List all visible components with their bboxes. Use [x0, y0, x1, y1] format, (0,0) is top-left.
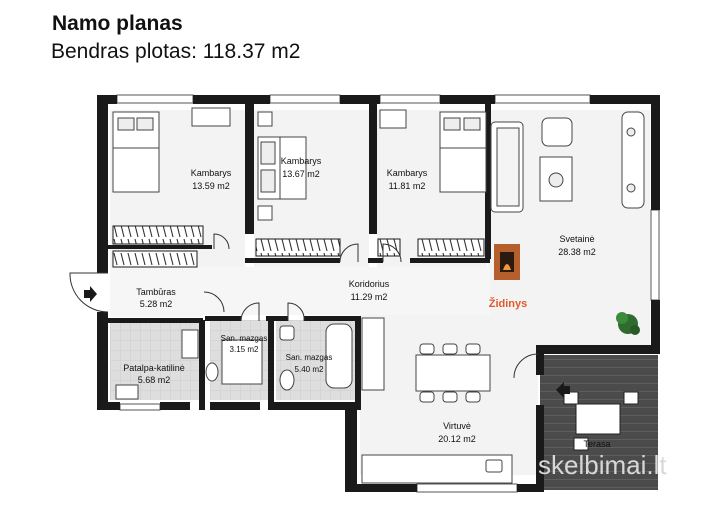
armchair [541, 117, 573, 147]
room-name-virtuve: Virtuvė [443, 421, 471, 431]
toilet [279, 369, 295, 391]
toilet [205, 362, 219, 382]
sink [485, 459, 503, 473]
window [416, 483, 518, 493]
room-labels: Kambarys 13.59 m2 Kambarys 13.67 m2 Kamb… [123, 156, 610, 449]
room-name-sanmazgas-1: San. mazgas [221, 334, 268, 343]
watermark: skelbimai.lt [538, 450, 667, 480]
washer [115, 384, 139, 400]
room-area-tamburas: 5.28 m2 [140, 299, 173, 309]
tv-unit [621, 111, 645, 209]
room-name-terasa: Terasa [583, 439, 610, 449]
nightstand [257, 111, 273, 127]
entrance-arrow-icon [84, 286, 97, 302]
room-area-kambarys-3: 11.81 m2 [389, 181, 426, 191]
room-name-kambarys-1: Kambarys [191, 168, 232, 178]
dining-table [415, 354, 491, 392]
door [213, 233, 230, 250]
room-name-katiline: Patalpa-katilinė [123, 363, 185, 373]
plan-title: Namo planas [52, 12, 183, 35]
bed [439, 111, 487, 193]
window [494, 94, 591, 104]
doors [69, 233, 539, 379]
plan-subtitle: Bendras plotas: 118.37 m2 [51, 40, 301, 63]
furniture-bath [115, 323, 353, 400]
wardrobes [112, 225, 485, 268]
desk [379, 109, 407, 129]
room-area-kambarys-2: 13.67 m2 [282, 169, 320, 179]
terrace-arrow-icon [556, 382, 570, 398]
room-area-katiline: 5.68 m2 [138, 375, 171, 385]
wardrobe [112, 250, 198, 268]
floor-corridor [200, 267, 490, 315]
room-name-kambarys-3: Kambarys [387, 168, 428, 178]
sink [279, 325, 295, 341]
door [287, 302, 305, 322]
fireplace [494, 244, 520, 280]
nightstand [257, 205, 273, 221]
window [116, 94, 194, 104]
window [269, 94, 341, 104]
room-name-tamburas: Tambūras [136, 287, 176, 297]
bed [257, 136, 307, 200]
room-area-sanmazgas-1: 3.15 m2 [230, 345, 259, 354]
wardrobe [417, 238, 485, 257]
wardrobe [377, 238, 401, 257]
door [382, 243, 402, 263]
furniture-kitchen [361, 317, 513, 484]
bed [112, 111, 160, 193]
room-name-kambarys-2: Kambarys [281, 156, 322, 166]
room-area-koridorius: 11.29 m2 [351, 292, 388, 302]
furniture-terrace [563, 391, 639, 451]
boiler [181, 329, 199, 359]
fireplace-label: Židinys [489, 297, 528, 310]
door [513, 353, 539, 379]
counter [361, 317, 385, 391]
wardrobe [112, 225, 204, 245]
room-name-sanmazgas-2: San. mazgas [286, 353, 333, 362]
plant-icon [616, 312, 640, 335]
room-area-kambarys-1: 13.59 m2 [192, 181, 230, 191]
door [339, 243, 359, 263]
window [119, 403, 161, 411]
furniture-beds [112, 107, 487, 221]
entrance-door [69, 272, 109, 313]
room-name-svetaine: Svetainė [559, 234, 594, 244]
room-name-koridorius: Koridorius [349, 279, 390, 289]
shower [221, 339, 263, 385]
room-area-virtuve: 20.12 m2 [438, 434, 476, 444]
floor-entrance [110, 267, 202, 317]
desk [191, 107, 231, 127]
window [650, 209, 660, 301]
door [203, 291, 225, 313]
window [379, 94, 441, 104]
furniture-living [490, 111, 645, 213]
outdoor-table [575, 403, 621, 435]
door [240, 302, 260, 322]
wardrobe [255, 238, 341, 257]
bathtub [325, 323, 353, 389]
walls [97, 95, 660, 492]
room-area-svetaine: 28.38 m2 [558, 247, 596, 257]
room-area-sanmazgas-2: 5.40 m2 [295, 365, 324, 374]
